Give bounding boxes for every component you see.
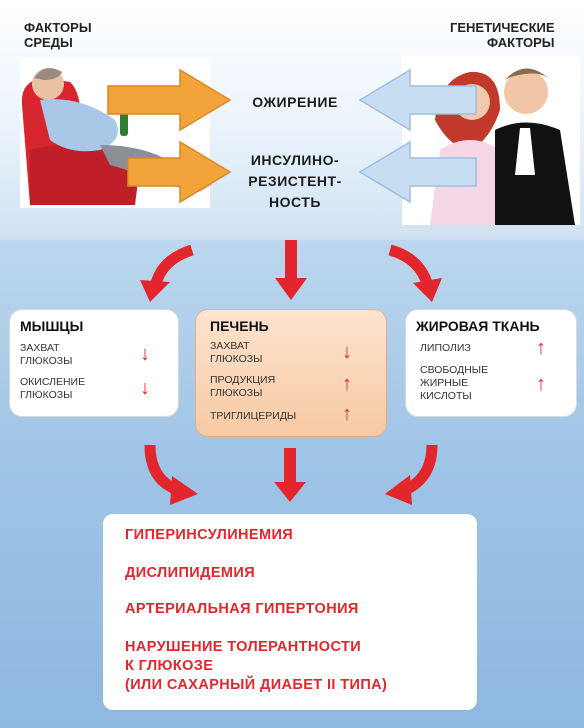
outcomes-box: ГИПЕРИНСУЛИНЕМИЯ ДИСЛИПИДЕМИЯ АРТЕРИАЛЬН… (103, 514, 477, 710)
outcome-glucose-tolerance-line2: К ГЛЮКОЗЕ (125, 658, 214, 674)
fat-item2-line3: КИСЛОТЫ (420, 390, 472, 402)
liver-title: ПЕЧЕНЬ (210, 318, 269, 334)
fat-tissue-box: ЖИРОВАЯ ТКАНЬ ЛИПОЛИЗ ↑ СВОБОДНЫЕ ЖИРНЫЕ… (406, 310, 576, 416)
genetic-label-line1: ГЕНЕТИЧЕСКИЕ (450, 20, 555, 35)
fat-item2-line1: СВОБОДНЫЕ (420, 364, 489, 376)
fat-item2-line2: ЖИРНЫЕ (420, 377, 469, 389)
muscles-item2-line1: ОКИСЛЕНИЕ (20, 376, 86, 388)
muscles-box: МЫШЦЫ ЗАХВАТ ГЛЮКОЗЫ ↓ ОКИСЛЕНИЕ ГЛЮКОЗЫ… (10, 310, 178, 416)
insulin-resistance-line3: НОСТЬ (269, 194, 321, 210)
increase-arrow-icon: ↑ (342, 403, 352, 425)
red-arrows-bottom (144, 444, 438, 505)
liver-box: ПЕЧЕНЬ ЗАХВАТ ГЛЮКОЗЫ ↓ ПРОДУКЦИЯ ГЛЮКОЗ… (196, 310, 386, 436)
red-arrows-top (140, 240, 442, 302)
right-blue-arrows (358, 68, 477, 204)
increase-arrow-icon: ↑ (536, 337, 546, 359)
liver-item1-line2: ГЛЮКОЗЫ (210, 353, 263, 365)
increase-arrow-icon: ↑ (342, 373, 352, 395)
fat-item-free-fatty-acids: СВОБОДНЫЕ ЖИРНЫЕ КИСЛОТЫ (420, 364, 488, 403)
liver-item-glucose-production: ПРОДУКЦИЯ ГЛЮКОЗЫ (210, 374, 275, 400)
environment-factors-label: ФАКТОРЫ СРЕДЫ (24, 20, 92, 50)
muscles-item-glucose-uptake: ЗАХВАТ ГЛЮКОЗЫ (20, 342, 72, 368)
environment-label-line2: СРЕДЫ (24, 35, 73, 50)
outcome-dyslipidemia: ДИСЛИПИДЕМИЯ (125, 565, 256, 581)
insulin-resistance-label: ИНСУЛИНО- РЕЗИСТЕНТ- НОСТЬ (230, 150, 360, 213)
couple-illustration (402, 55, 580, 225)
decrease-arrow-icon: ↓ (140, 343, 150, 365)
muscles-item2-line2: ГЛЮКОЗЫ (20, 389, 73, 401)
muscles-item1-line2: ГЛЮКОЗЫ (20, 355, 73, 367)
muscles-item1-line1: ЗАХВАТ (20, 342, 60, 354)
liver-item2-line1: ПРОДУКЦИЯ (210, 374, 276, 386)
muscles-item-glucose-oxidation: ОКИСЛЕНИЕ ГЛЮКОЗЫ (20, 376, 85, 402)
environment-label-line1: ФАКТОРЫ (24, 20, 92, 35)
fat-item-lipolysis: ЛИПОЛИЗ (420, 342, 471, 354)
liver-item2-line2: ГЛЮКОЗЫ (210, 387, 263, 399)
outcome-hypertension: АРТЕРИАЛЬНАЯ ГИПЕРТОНИЯ (125, 601, 359, 617)
insulin-resistance-line1: ИНСУЛИНО- (250, 152, 340, 168)
liver-item1-line1: ЗАХВАТ (210, 340, 250, 352)
left-orange-arrows (107, 68, 232, 204)
outcome-glucose-tolerance-line1: НАРУШЕНИЕ ТОЛЕРАНТНОСТИ (125, 639, 362, 655)
fat-tissue-title: ЖИРОВАЯ ТКАНЬ (416, 318, 540, 334)
outcome-glucose-tolerance-line3: (ИЛИ САХАРНЫЙ ДИАБЕТ II ТИПА) (125, 677, 388, 693)
obesity-label: ОЖИРЕНИЕ (252, 94, 338, 110)
increase-arrow-icon: ↑ (536, 373, 546, 395)
outcome-hyperinsulinemia: ГИПЕРИНСУЛИНЕМИЯ (125, 527, 294, 543)
liver-item-glucose-uptake: ЗАХВАТ ГЛЮКОЗЫ (210, 340, 262, 366)
liver-item-triglycerides: ТРИГЛИЦЕРИДЫ (210, 410, 297, 422)
muscles-title: МЫШЦЫ (20, 318, 84, 334)
genetic-label-line2: ФАКТОРЫ (486, 35, 555, 50)
genetic-factors-label: ГЕНЕТИЧЕСКИЕ ФАКТОРЫ (450, 20, 555, 50)
insulin-resistance-line2: РЕЗИСТЕНТ- (248, 173, 342, 189)
decrease-arrow-icon: ↓ (342, 341, 352, 363)
decrease-arrow-icon: ↓ (140, 377, 150, 399)
